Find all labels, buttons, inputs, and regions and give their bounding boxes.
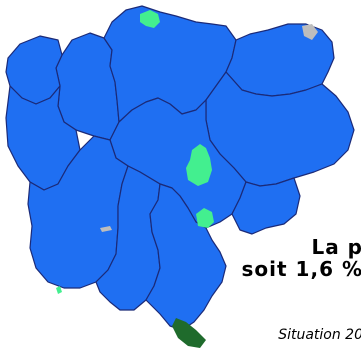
highlight-patch-north xyxy=(140,10,160,28)
department-south-east xyxy=(231,177,301,235)
highlight-patch-left-edge xyxy=(56,286,62,294)
map-caption: Situation 20 xyxy=(278,327,361,343)
highlight-patch-centre xyxy=(186,144,212,186)
grey-patch-north-east xyxy=(302,24,318,40)
grey-patch-south-west xyxy=(100,226,112,232)
highlight-patch-south xyxy=(196,208,214,228)
headline-line-2: soit 1,6 % xyxy=(241,257,361,281)
headline-line-1: La p xyxy=(311,235,361,259)
department-south xyxy=(145,183,227,331)
highlight-patch-dark-south xyxy=(172,318,206,348)
